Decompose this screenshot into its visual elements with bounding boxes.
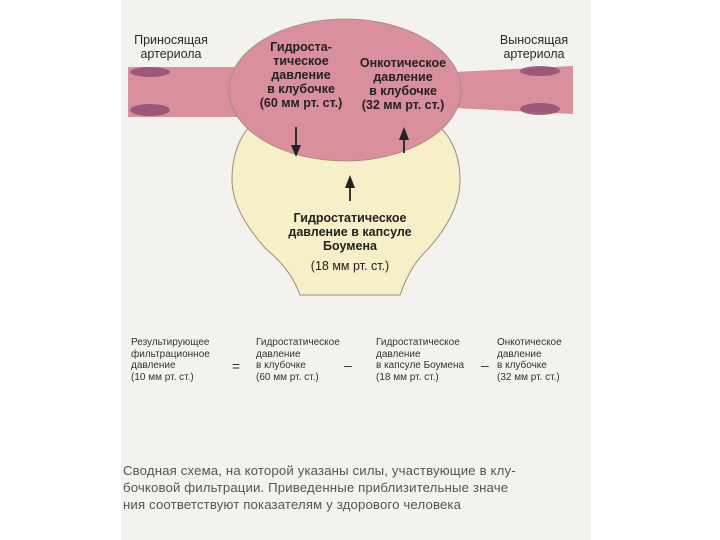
equation-term-glomerular-oncotic: Онкотическое давление в клубочке (32 мм …: [497, 337, 562, 383]
equation-minus-2: –: [481, 357, 489, 373]
afferent-lumen-left: [130, 67, 170, 77]
glomerulus: [228, 18, 462, 162]
efferent-arteriole-label: Выносящая артериола: [499, 33, 569, 61]
glomerular-oncotic-label: Онкотическое давление в клубочке (32 мм …: [359, 56, 447, 112]
arrow-capsule-hydrostatic: [345, 175, 355, 201]
arrow-glomerular-hydrostatic: [291, 127, 301, 157]
equation-result: Результирующее фильтрационное давление (…: [131, 337, 210, 383]
equation-term-capsule-hydrostatic: Гидростатическое давление в капсуле Боум…: [376, 337, 465, 383]
afferent-lumen-right: [130, 104, 170, 116]
afferent-arteriole-label: Приносящая артериола: [134, 33, 208, 61]
equation-minus-1: –: [344, 357, 352, 373]
arrow-glomerular-oncotic: [399, 127, 409, 153]
equation-term-glomerular-hydrostatic: Гидростатическое давление в клубочке (60…: [256, 337, 340, 383]
efferent-arteriole: [455, 66, 573, 114]
efferent-lumen-top: [520, 66, 560, 76]
capsule-hydrostatic-label: Гидростатическое давление в капсуле Боум…: [288, 211, 412, 253]
glomerular-hydrostatic-label: Гидроста- тическое давление в клубочке (…: [259, 40, 343, 110]
capsule-hydrostatic-value: (18 мм рт. ст.): [310, 259, 390, 273]
efferent-lumen-bottom: [520, 103, 560, 115]
figure-caption: Сводная схема, на которой указаны силы, …: [123, 463, 516, 513]
equation-equals: =: [232, 358, 241, 374]
